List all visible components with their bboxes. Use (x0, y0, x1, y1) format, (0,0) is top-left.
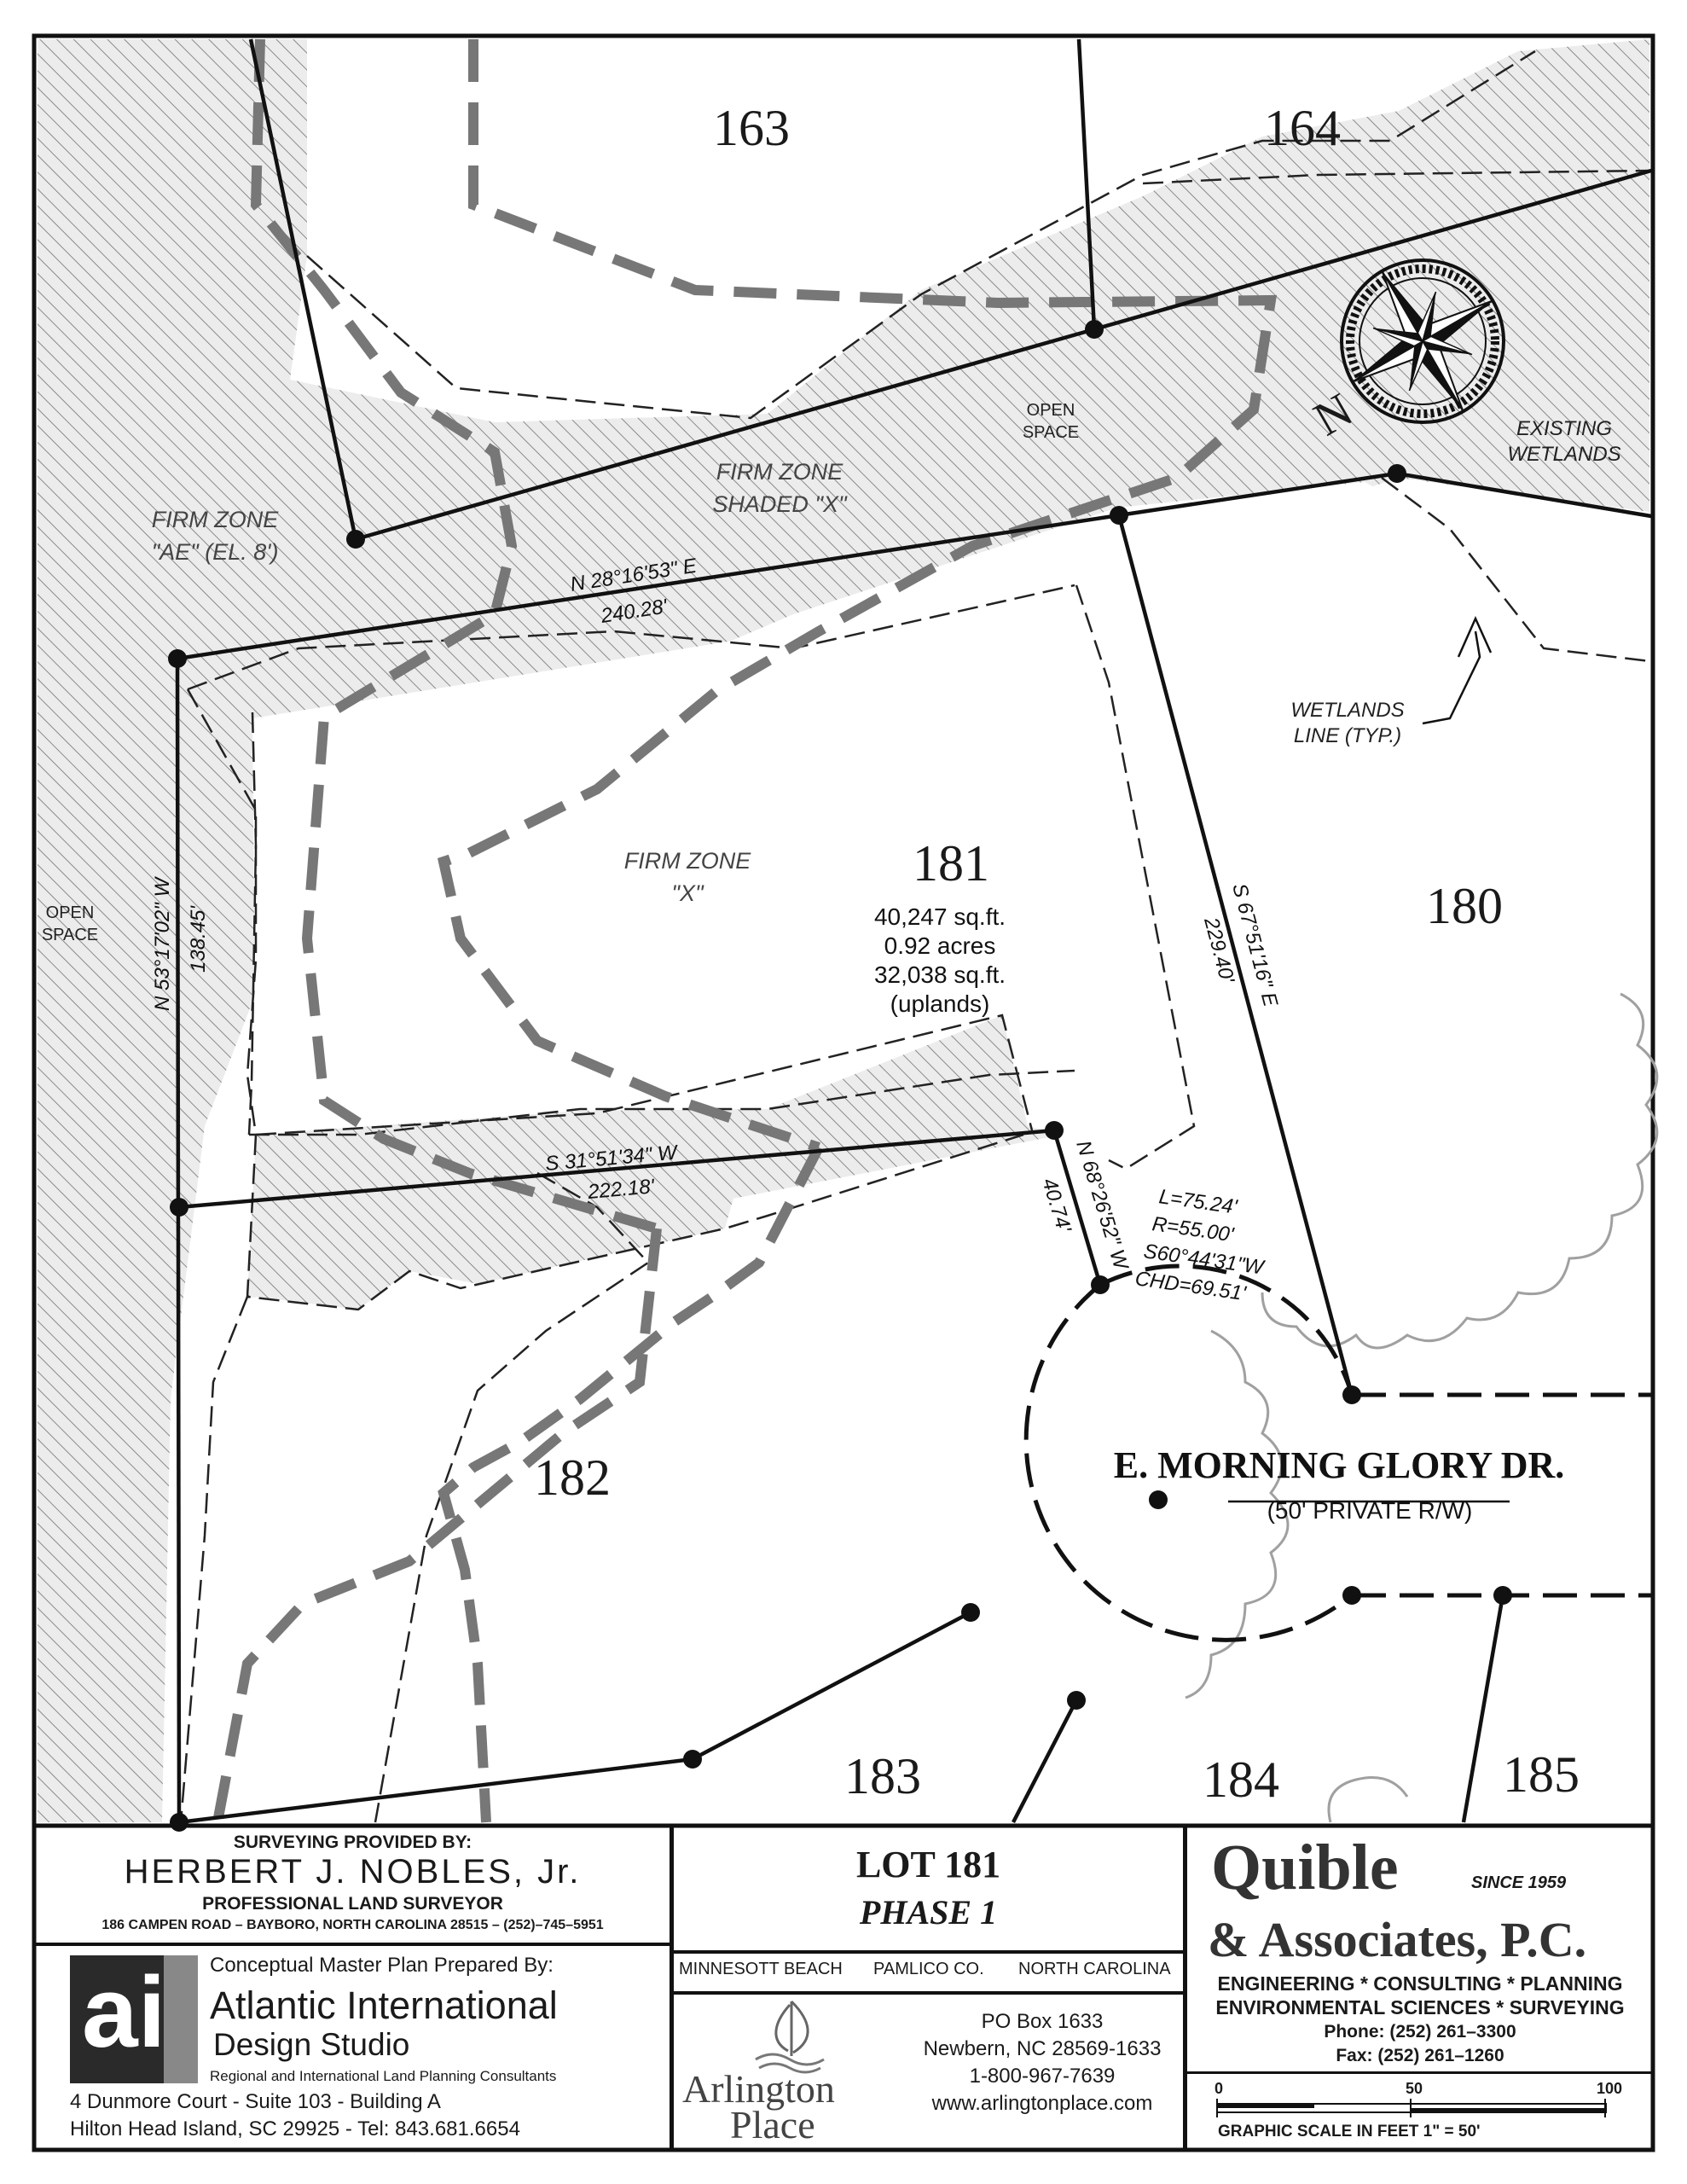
surveyor-heading: SURVEYING PROVIDED BY: (233, 1833, 472, 1852)
west-line-distance: 138.45' (187, 905, 210, 973)
location-state: NORTH CAROLINA (1018, 1960, 1171, 1978)
scale-tick-100: 100 (1597, 2080, 1623, 2097)
quible-services-2: ENVIRONMENTAL SCIENCES * SURVEYING (1215, 1996, 1625, 2018)
compass-icon (1340, 258, 1505, 424)
existing-wetlands-2: WETLANDS (1507, 443, 1620, 466)
quible-since: SINCE 1959 (1471, 1873, 1567, 1892)
surveyor-name: HERBERT J. NOBLES, Jr. (124, 1853, 582, 1891)
lot-181: 181 (913, 835, 989, 892)
existing-wetlands-1: EXISTING (1516, 417, 1612, 440)
divider-h3 (671, 1991, 1185, 1995)
quible-name-2: & Associates, P.C. (1208, 1912, 1587, 1967)
divider-2 (1183, 1826, 1187, 2150)
quible-divider (1187, 2071, 1653, 2074)
wetlands-line-1: WETLANDS (1290, 699, 1404, 722)
open-space-top-2: SPACE (1023, 423, 1079, 442)
area-uplands-label: (uplands) (890, 990, 990, 1017)
lot-182: 182 (534, 1449, 611, 1506)
lot-title: LOT 181 (855, 1844, 1001, 1885)
street-name: E. MORNING GLORY DR. (1114, 1444, 1565, 1486)
arlington-city: Newbern, NC 28569-1633 (923, 2037, 1162, 2060)
open-space-left-1: OPEN (46, 903, 95, 922)
aid-prepared-by: Conceptual Master Plan Prepared By: (210, 1954, 554, 1977)
ai-logo-letters: ai (82, 1956, 166, 2069)
survey-points (168, 320, 1512, 1832)
lot-183: 183 (844, 1748, 921, 1804)
scale-tick-50: 50 (1406, 2080, 1423, 2097)
quible-name: Quible (1211, 1832, 1399, 1903)
lot-181-area: 40,247 sq.ft. 0.92 acres 32,038 sq.ft. (… (874, 903, 1006, 1017)
firm-zone-hatch (38, 39, 1649, 1822)
aid-name-2: Design Studio (213, 2027, 410, 2062)
firm-x-2: "X" (671, 880, 704, 906)
scale-caption: GRAPHIC SCALE IN FEET 1" = 50' (1218, 2123, 1481, 2140)
firm-ae-2: "AE" (EL. 8') (152, 539, 279, 565)
wetlands-leader (1422, 615, 1493, 725)
west-line-bearing: N 53°17'02" W (151, 876, 174, 1011)
phase-title: PHASE 1 (859, 1893, 998, 1931)
tree-line (1185, 992, 1659, 1823)
scale-tick-0: 0 (1215, 2080, 1224, 2097)
location-county: PAMLICO CO. (873, 1960, 984, 1978)
aid-tagline: Regional and International Land Planning… (210, 2068, 557, 2084)
arlington-phone: 1-800-967-7639 (969, 2065, 1116, 2088)
zone-boundaries (179, 49, 1651, 1823)
firm-shaded-2: SHADED "X" (712, 491, 848, 517)
aid-city: Hilton Head Island, SC 29925 - Tel: 843.… (70, 2117, 520, 2140)
firm-dashed-line (212, 38, 1278, 1824)
area-acres: 0.92 acres (884, 932, 996, 959)
wetlands-line-2: LINE (TYP.) (1294, 724, 1401, 747)
surveyor-address: 186 CAMPEN ROAD – BAYBORO, NORTH CAROLIN… (101, 1918, 604, 1932)
firm-x-1: FIRM ZONE (624, 848, 751, 874)
arlington-name-2: Place (730, 2103, 815, 2146)
graphic-scale-bar (1216, 2099, 1607, 2117)
divider-h1 (34, 1943, 671, 1946)
open-space-left-2: SPACE (42, 926, 98, 944)
arlington-po-box: PO Box 1633 (981, 2010, 1104, 2033)
arlington-sail-icon (755, 2000, 825, 2074)
surveyor-title: PROFESSIONAL LAND SURVEYOR (202, 1894, 503, 1914)
lot-185: 185 (1503, 1746, 1580, 1803)
quible-services-1: ENGINEERING * CONSULTING * PLANNING (1217, 1972, 1623, 1995)
aid-name-1: Atlantic International (210, 1984, 558, 2027)
divider-h2 (671, 1950, 1185, 1954)
lot-lines (175, 38, 1652, 1825)
divider-1 (670, 1826, 674, 2150)
quible-phone: Phone: (252) 261–3300 (1324, 2022, 1516, 2042)
drawing-frame (32, 33, 1655, 1828)
ai-logo-icon: ai (70, 1955, 198, 2083)
open-space-top-1: OPEN (1027, 401, 1075, 420)
lot-163: 163 (713, 100, 790, 156)
lot-184: 184 (1203, 1751, 1279, 1808)
area-uplands-sqft: 32,038 sq.ft. (874, 961, 1006, 988)
arlington-name-1: Arlington (682, 2067, 835, 2111)
arlington-web: www.arlingtonplace.com (931, 2092, 1153, 2115)
quible-fax: Fax: (252) 261–1260 (1336, 2046, 1504, 2065)
location-town: MINNESOTT BEACH (679, 1960, 843, 1978)
firm-ae-1: FIRM ZONE (152, 507, 279, 532)
aid-address: 4 Dunmore Court - Suite 103 - Building A (70, 2090, 441, 2113)
area-sqft: 40,247 sq.ft. (874, 903, 1006, 930)
lot-164: 164 (1264, 100, 1341, 156)
zone-labels: OPEN SPACE OPEN SPACE FIRM ZONE "AE" (EL… (42, 401, 1621, 944)
firm-shaded-1: FIRM ZONE (716, 459, 844, 485)
lot-180: 180 (1426, 878, 1503, 934)
